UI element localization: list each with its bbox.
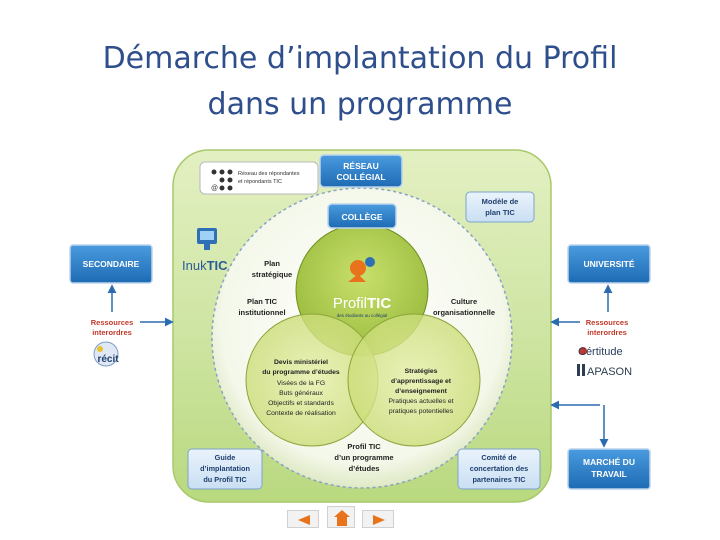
recit-logo: récit [94,342,119,366]
guide-line-2: d’implantation [200,464,250,473]
guide-line-3: du Profil TIC [203,475,247,484]
devis-line-5: Objectifs et standards [268,400,334,407]
comite-line-3: partenaires TIC [472,475,526,484]
marche-line-1: MARCHÉ DU [583,457,635,467]
reseau-logo-text-1: Réseau des répondantes [238,171,300,177]
devis-line-3: Visées de la FG [277,380,325,387]
inuktic-part-1: Inuk [182,258,207,273]
svg-text:ProfilTIC: ProfilTIC [333,295,392,312]
profiltic-part-2: TIC [367,295,391,312]
modele-line-1: Modèle de [482,197,519,206]
strategies-line-2: d’apprentissage et [391,378,452,385]
next-slide-button[interactable] [362,510,394,528]
universite-box: UNIVERSITÉ [568,245,650,283]
college-label: COLLÈGE [341,212,382,222]
reseau-logo-symbol: @ [211,185,218,192]
devis-line-6: Contexte de réalisation [266,410,336,417]
strategies-line-5: pratiques potentielles [389,408,454,415]
profiltic-subtitle: des étudiants au collégial [337,313,388,318]
modele-line-2: plan TIC [485,208,515,217]
svg-text:InukTIC: InukTIC [182,258,228,273]
guide-line-1: Guide [215,453,236,462]
strategies-line-4: Pratiques actuelles et [389,398,454,405]
devis-line-2: du programme d’études [262,369,340,376]
strategies-line-1: Stratégies [405,368,438,375]
ressources-left-line-2: interordres [92,328,132,337]
comite-line-2: concertation des [470,464,528,473]
secondaire-label: SECONDAIRE [83,259,140,269]
comite-line-1: Comité de [481,453,516,462]
ressources-right-line-1: Ressources [586,318,629,327]
plan-strategique-line-1: Plan [264,259,280,268]
arrow-right-icon [363,511,395,529]
ressources-right-line-2: interordres [587,328,627,337]
culture-line-2: organisationnelle [433,308,495,317]
marche-box: MARCHÉ DU TRAVAIL [568,449,650,489]
secondaire-box: SECONDAIRE [70,245,152,283]
recit-logo-text: récit [97,354,119,365]
plan-institutionnel-line-1: Plan TIC [247,297,278,306]
home-icon [328,507,356,529]
ressources-left-line-1: Ressources [91,318,134,327]
profil-programme-line-2: d’un programme [334,453,393,462]
prev-slide-button[interactable] [287,510,319,528]
plan-strategique-line-2: stratégique [252,270,292,279]
certitude-logo-text: Cértitude [578,346,623,358]
profil-programme-line-1: Profil TIC [347,442,381,451]
strategies-line-3: d’enseignement [395,388,447,395]
modele-plan-box: Modèle de plan TIC [466,192,534,222]
profiltic-part-1: Profil [333,295,367,312]
reseau-collegial-line-1: RÉSEAU [343,161,378,171]
certitude-logo: Cértitude [578,346,623,358]
guide-box: Guide d’implantation du Profil TIC [188,449,262,489]
apason-logo: APASON [577,364,632,378]
reseau-logo: @ Réseau des répondantes et répondants T… [200,162,318,194]
devis-line-4: Buts généraux [279,390,323,397]
arrow-left-icon [288,511,320,529]
reseau-collegial-box: RÉSEAU COLLÉGIAL [320,155,402,187]
devis-line-1: Devis ministériel [274,359,328,366]
home-button[interactable] [327,506,355,528]
inuktic-part-2: TIC [207,258,229,273]
reseau-logo-text-2: et répondants TIC [238,179,282,185]
profil-programme-line-3: d’études [349,464,380,473]
marche-line-2: TRAVAIL [591,469,627,479]
culture-line-1: Culture [451,297,477,306]
universite-label: UNIVERSITÉ [583,259,634,269]
apason-logo-text: APASON [587,366,632,378]
reseau-collegial-line-2: COLLÉGIAL [336,172,385,182]
college-box: COLLÈGE [328,204,396,228]
comite-box: Comité de concertation des partenaires T… [458,449,540,489]
plan-institutionnel-line-2: institutionnel [238,308,285,317]
